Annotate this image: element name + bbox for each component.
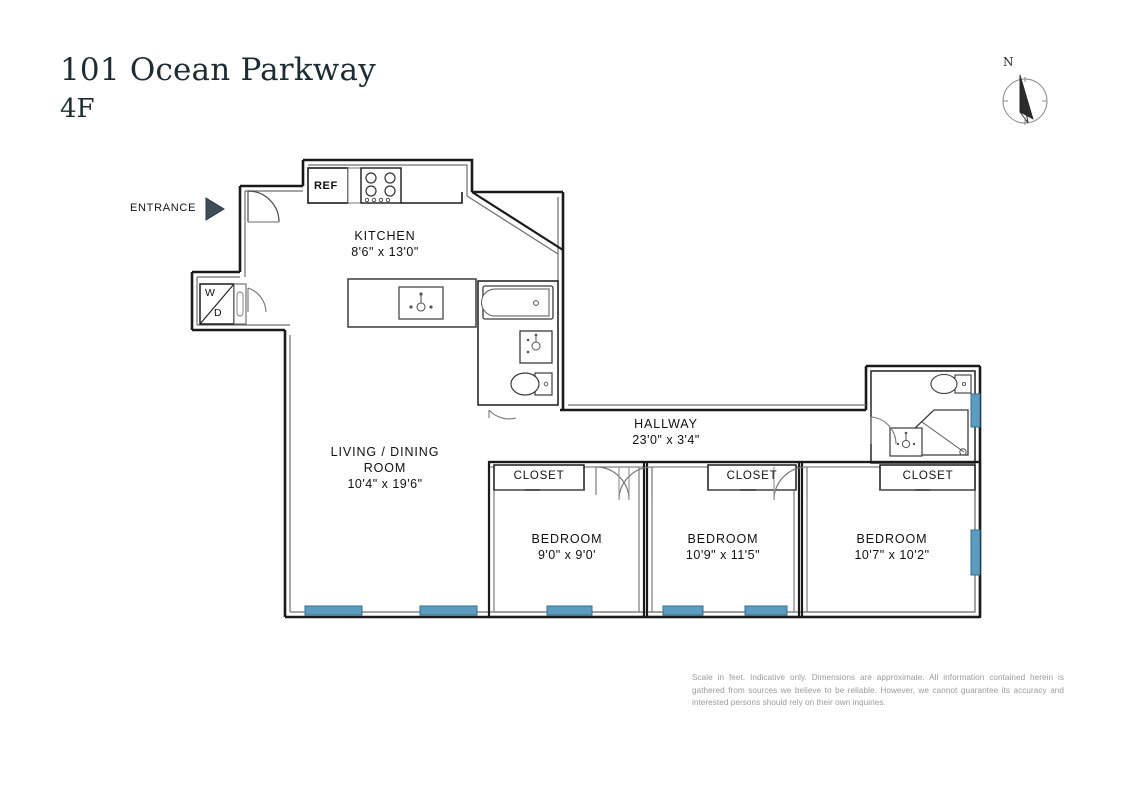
windows	[304, 393, 981, 616]
dryer-label: D	[214, 307, 222, 319]
closet-1-walls	[493, 464, 585, 491]
toilet-icon-2	[930, 373, 972, 395]
closet-1-label: CLOSET	[513, 470, 565, 482]
disclaimer-text: Scale in feet. Indicative only. Dimensio…	[692, 673, 1064, 708]
bedroom-3-walls	[773, 460, 982, 619]
window-bathroom-right	[970, 393, 981, 428]
closet-3-label: CLOSET	[902, 470, 954, 482]
window-living-1	[304, 605, 363, 616]
bedroom-1-walls	[487, 460, 646, 619]
stove-burners-icon	[360, 167, 402, 204]
bathroom-door-swing	[488, 409, 517, 420]
kitchen-sink-icon	[398, 286, 444, 320]
window-living-2	[419, 605, 478, 616]
bedroom-3-door-swing	[773, 466, 808, 501]
page-title: 101 Ocean Parkway 4F	[60, 52, 480, 126]
vanity-sink-icon-2	[889, 427, 923, 457]
window-bedroom-2b	[744, 605, 788, 616]
exterior-walls	[190, 158, 982, 619]
compass-needle-icon	[1002, 74, 1048, 125]
washer-dryer-unit	[199, 283, 267, 325]
compass-north-label: N	[1003, 55, 1014, 69]
property-address: 101 Ocean Parkway	[60, 52, 376, 88]
entrance-arrow-icon	[205, 197, 225, 221]
window-bedroom-1	[546, 605, 593, 616]
window-bedroom-3-right	[970, 529, 981, 576]
bedroom-1-door-swing	[595, 466, 630, 501]
watermark	[62, 678, 342, 758]
toilet-icon	[510, 372, 553, 396]
bedroom-2-door-swing	[618, 466, 653, 501]
washer-label: W	[205, 287, 215, 299]
vanity-sink-icon	[519, 330, 553, 364]
closet-2-walls	[707, 464, 797, 491]
kitchen-area	[307, 167, 477, 328]
bedroom-2-walls	[618, 460, 801, 619]
compass-rose: N	[995, 55, 1057, 135]
bathtub-icon	[481, 285, 554, 320]
refrigerator-label: REF	[314, 180, 338, 192]
closet-2-label: CLOSET	[726, 470, 778, 482]
interior-walls	[196, 164, 976, 613]
second-bathroom-door-swing	[870, 416, 897, 445]
entrance-label: ENTRANCE	[130, 202, 197, 214]
property-unit: 4F	[60, 93, 95, 124]
entrance-door-swing	[247, 190, 280, 223]
closet-3-walls	[879, 464, 976, 491]
window-bedroom-2a	[662, 605, 704, 616]
second-bathroom	[870, 370, 976, 464]
main-bathroom	[477, 280, 559, 420]
